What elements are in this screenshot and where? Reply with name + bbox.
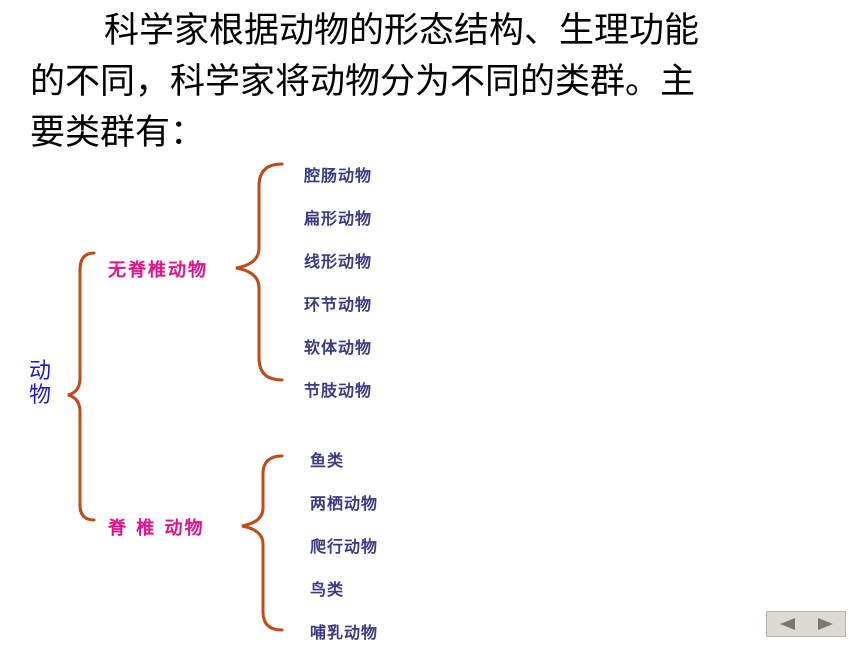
leaf-item: 爬行动物 [310,537,379,556]
leaf-item: 环节动物 [304,295,373,314]
leaf-item: 两栖动物 [310,494,379,513]
leaf-item: 软体动物 [304,338,373,357]
triangle-right-icon [817,618,833,630]
leaf-item: 鸟类 [310,580,345,599]
leaf-item: 扁形动物 [304,209,373,228]
leaf-item: 鱼类 [310,451,345,470]
group-label-vertebrates: 脊 椎 动物 [108,518,205,539]
triangle-left-icon [779,618,795,630]
root-bracket [67,251,96,522]
intro-line-3: 要类群有： [30,113,206,153]
leaf-item: 腔肠动物 [304,166,373,185]
next-slide-button[interactable] [812,615,840,633]
intro-paragraph: 科学家根据动物的形态结构、生理功能的不同，科学家将动物分为不同的类群。主要类群有… [30,6,810,159]
leaf-item: 哺乳动物 [310,623,379,642]
intro-line-1: 科学家根据动物的形态结构、生理功能 [104,11,700,51]
root-label: 动物 [28,359,51,408]
leaf-item: 节肢动物 [304,381,373,400]
slide-navigation [766,611,846,637]
leaf-item: 线形动物 [304,252,373,271]
group-label-invertebrates: 无脊椎动物 [108,260,208,281]
invertebrate-bracket [235,162,284,382]
intro-line-2: 的不同，科学家将动物分为不同的类群。主 [30,62,696,102]
prev-slide-button[interactable] [773,615,801,633]
vertebrate-bracket [241,454,284,632]
